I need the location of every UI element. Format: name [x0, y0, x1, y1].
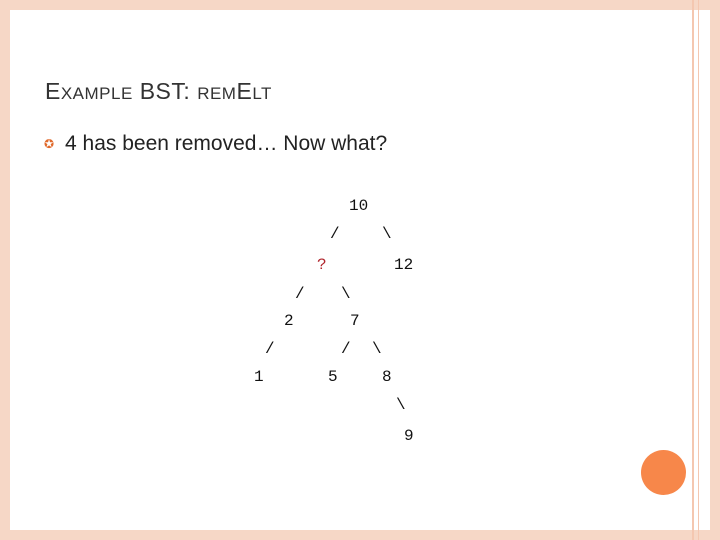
tree-edge: \ [341, 285, 351, 303]
title-part: E [45, 78, 61, 104]
tree-edge: / [295, 285, 305, 303]
tree-node: 9 [404, 427, 414, 445]
tree-node: 8 [382, 368, 392, 386]
tree-node: 5 [328, 368, 338, 386]
decorative-circle [641, 450, 686, 495]
title-part: LT [252, 84, 272, 103]
title-part: E [236, 78, 253, 104]
tree-node: 2 [284, 312, 294, 330]
bullet-text: 4 has been removed… Now what? [65, 132, 388, 155]
title-part: REM [197, 84, 237, 103]
tree-edge: / [330, 225, 340, 243]
tree-edge: \ [396, 396, 406, 414]
decorative-rule [692, 0, 694, 540]
tree-node: 7 [350, 312, 360, 330]
tree-edge: / [265, 340, 275, 358]
title-part: BST: [132, 78, 198, 104]
tree-edge: \ [372, 340, 382, 358]
tree-node: 12 [394, 256, 414, 274]
bullet-icon: ✪ [44, 137, 55, 151]
decorative-rule [698, 0, 699, 540]
slide-title: EXAMPLE BST: REMELT [45, 78, 272, 105]
tree-node: 1 [254, 368, 264, 386]
tree-edge: \ [382, 225, 392, 243]
tree-edge: / [341, 340, 351, 358]
title-part: XAMPLE [60, 84, 133, 103]
tree-node-root: 10 [349, 197, 369, 215]
tree-node-missing: ? [317, 256, 327, 274]
